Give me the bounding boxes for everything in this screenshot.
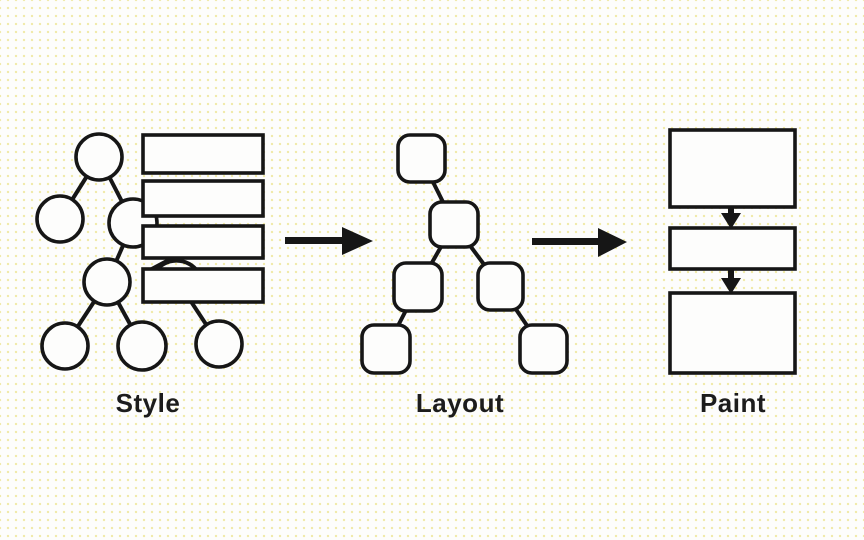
stage-label-layout: Layout	[415, 388, 505, 418]
arrow-down-icon	[721, 207, 741, 229]
style-rule-box	[141, 267, 265, 304]
layout-node-box	[396, 133, 447, 184]
style-stage-group	[35, 132, 265, 372]
dom-node-circle	[82, 257, 132, 307]
layout-node-box	[476, 261, 525, 312]
paint-stage-group	[668, 128, 797, 375]
paint-box	[668, 128, 797, 209]
arrow-right-icon	[532, 228, 627, 257]
layout-stage-group	[360, 133, 569, 375]
arrow-right-icon	[285, 227, 373, 255]
stage-label-paint: Paint	[699, 388, 767, 418]
style-rule-box	[141, 133, 265, 175]
dom-node-circle	[35, 194, 85, 244]
dom-node-circle	[40, 321, 90, 371]
style-rule-box	[141, 224, 265, 260]
dom-node-circle	[74, 132, 124, 182]
dom-node-circle	[194, 319, 244, 369]
layout-node-box	[360, 323, 412, 375]
dom-node-circle	[116, 320, 168, 372]
stage-label-style: Style	[115, 388, 181, 418]
layout-node-box	[392, 261, 444, 313]
layout-node-box	[428, 200, 480, 249]
paint-box	[668, 226, 797, 271]
arrow-down-icon	[721, 269, 741, 294]
layout-node-box	[518, 323, 569, 375]
style-rule-box	[141, 179, 265, 218]
paint-box	[668, 291, 797, 375]
